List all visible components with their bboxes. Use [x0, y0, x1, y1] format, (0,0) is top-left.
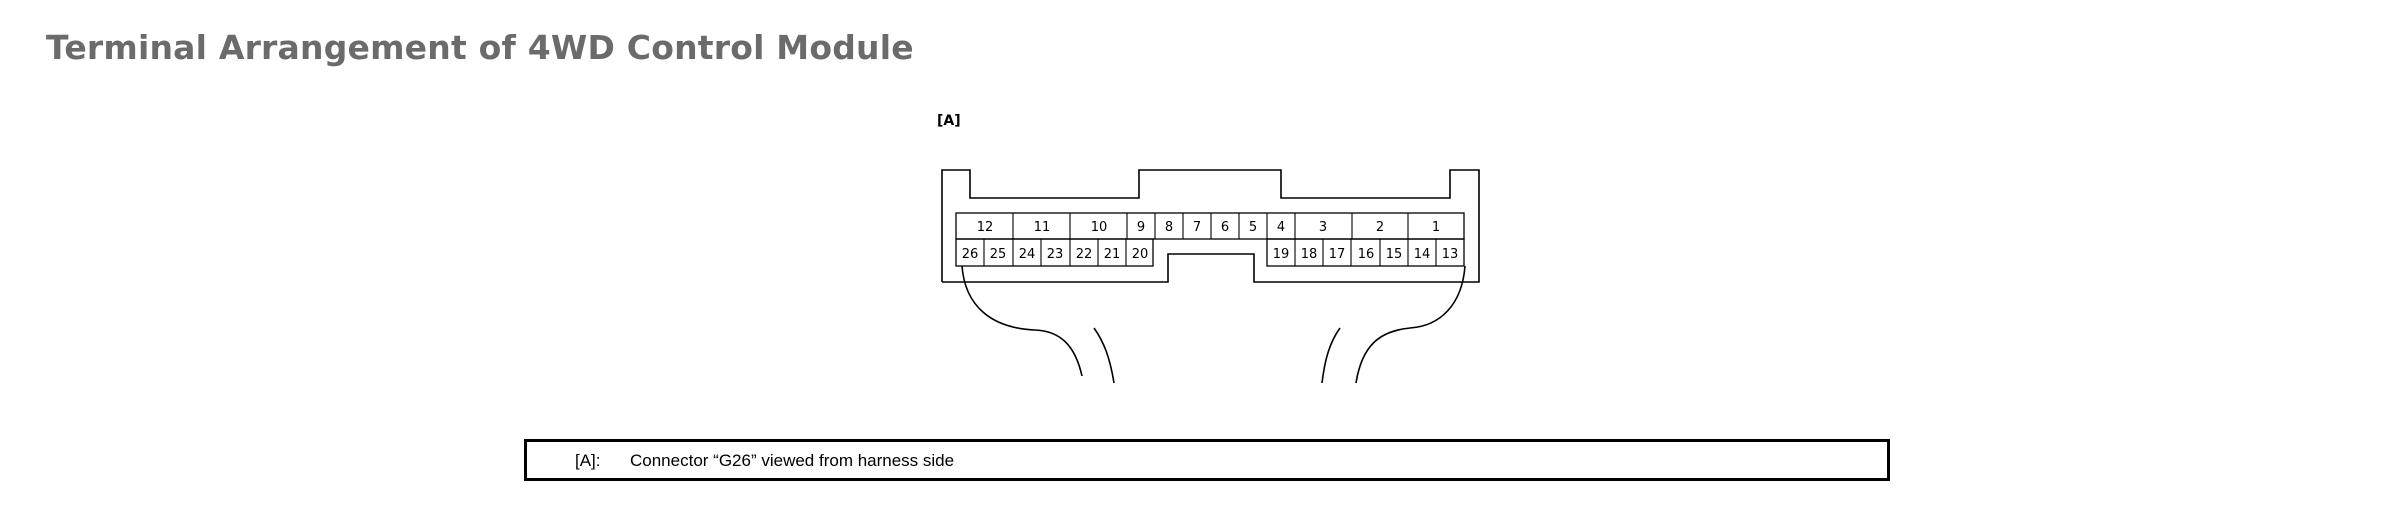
wire-harness [961, 265, 1466, 384]
terminal-16: 16 [1358, 247, 1375, 262]
connector-tag: [A] [937, 113, 961, 129]
terminal-2: 2 [1376, 220, 1384, 235]
terminal-17: 17 [1329, 247, 1346, 262]
terminal-6: 6 [1221, 220, 1229, 235]
harness-left-outer [961, 265, 1083, 377]
terminal-18: 18 [1301, 247, 1318, 262]
terminal-24: 24 [1019, 247, 1036, 262]
terminal-12: 12 [977, 220, 994, 235]
legend-description: Connector “G26” viewed from harness side [630, 451, 955, 470]
legend-box: [A]: Connector “G26” viewed from harness… [524, 439, 1890, 481]
harness-right-inner [1321, 327, 1341, 384]
terminal-22: 22 [1076, 247, 1093, 262]
harness-right-outer [1355, 265, 1466, 384]
terminal-20: 20 [1132, 247, 1149, 262]
terminal-bottom-dividers [983, 239, 1437, 266]
terminal-23: 23 [1047, 247, 1064, 262]
terminal-bottom-left-frame [955, 238, 1154, 267]
terminal-19: 19 [1273, 247, 1290, 262]
terminal-1: 1 [1432, 220, 1440, 235]
page-title: Terminal Arrangement of 4WD Control Modu… [46, 28, 914, 67]
terminal-9: 9 [1137, 220, 1145, 235]
terminal-8: 8 [1165, 220, 1173, 235]
terminal-15: 15 [1386, 247, 1403, 262]
terminal-25: 25 [990, 247, 1007, 262]
terminal-3: 3 [1319, 220, 1327, 235]
terminal-14: 14 [1414, 247, 1431, 262]
harness-left-inner [1093, 327, 1115, 384]
terminal-bottom-right-frame [1266, 238, 1465, 267]
terminal-top-dividers [1012, 213, 1409, 239]
terminal-21: 21 [1104, 247, 1121, 262]
terminal-7: 7 [1193, 220, 1201, 235]
legend-key: [A]: [575, 451, 601, 470]
terminal-13: 13 [1442, 247, 1459, 262]
terminal-10: 10 [1091, 220, 1108, 235]
terminal-4: 4 [1277, 220, 1285, 235]
terminal-5: 5 [1249, 220, 1257, 235]
terminal-26: 26 [962, 247, 979, 262]
connector-housing [941, 169, 1480, 283]
terminal-11: 11 [1034, 220, 1051, 235]
terminal-top-row-frame [955, 212, 1465, 240]
